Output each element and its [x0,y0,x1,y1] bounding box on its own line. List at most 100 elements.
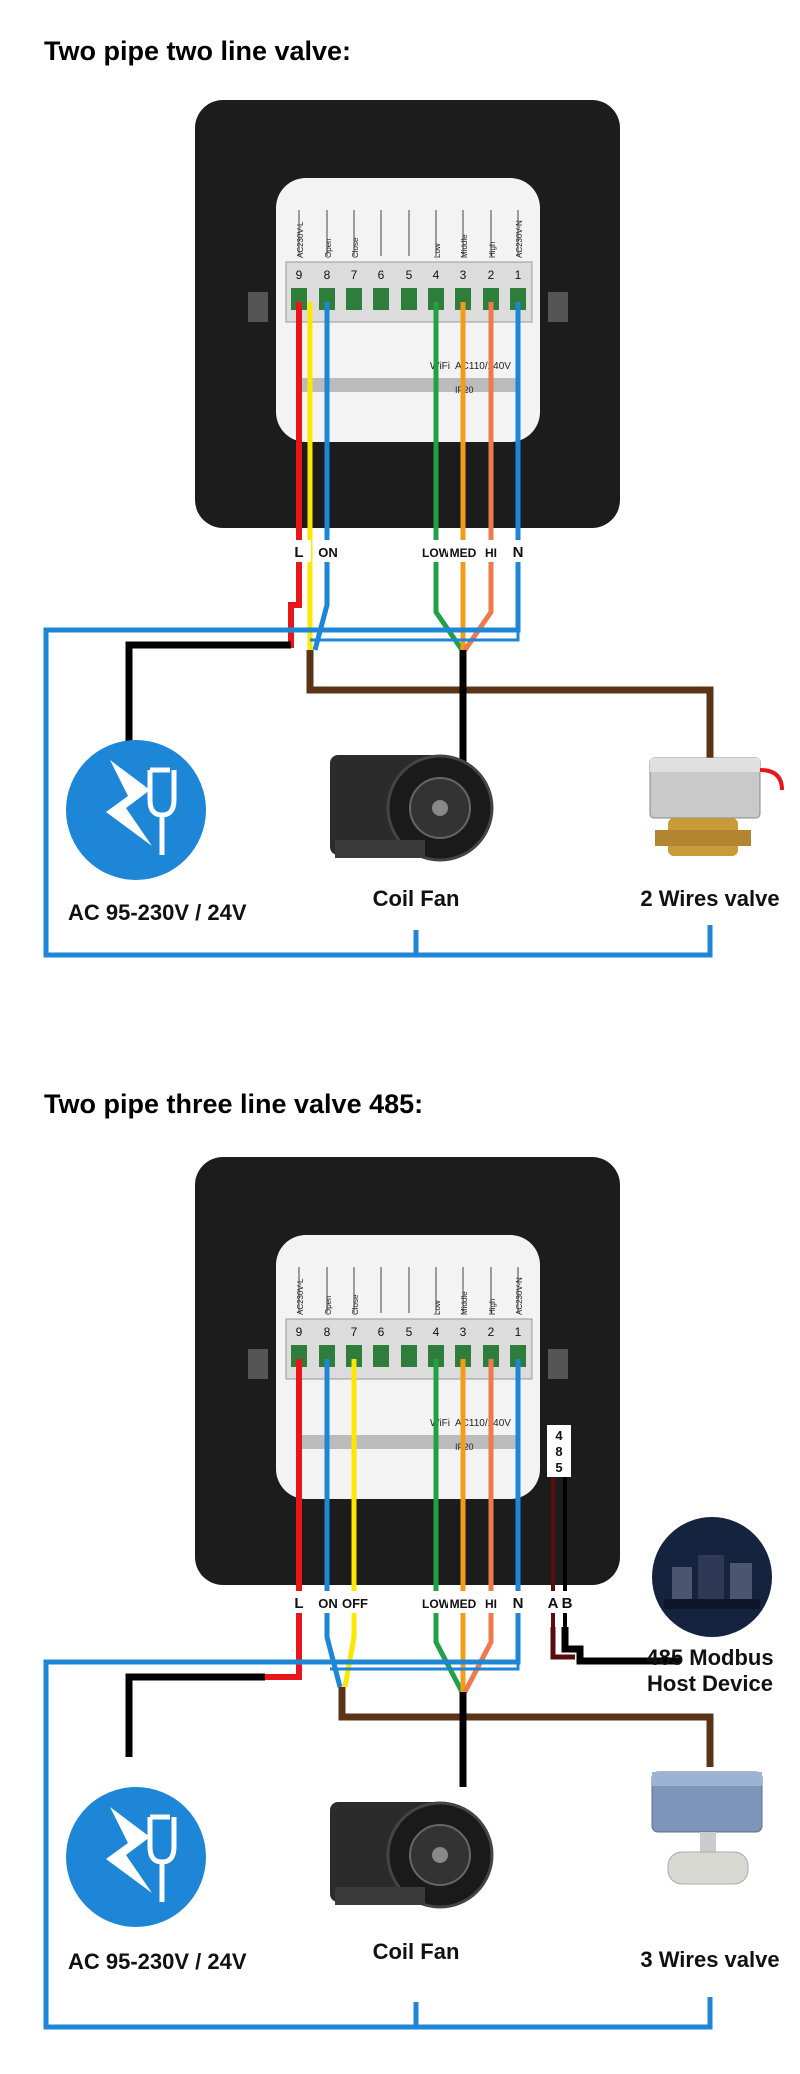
wire-a-maroon [550,1627,575,1660]
wire-neutral-blue [43,302,713,958]
wire-neutral-bridge [310,630,520,642]
wire-label-OFF: OFF [342,1596,368,1611]
terminal-caption: Close [351,237,360,258]
mount-clip-left [248,1349,268,1379]
two-wire-valve-icon [649,757,784,856]
wire-label-ON: ON [318,545,338,560]
wire-label-N: N [513,544,524,561]
terminal-number: 5 [406,268,413,282]
terminal-number: 6 [378,268,385,282]
mount-clip-right [548,292,568,322]
wire-label-HI: HI [485,1597,497,1611]
wire-label-LOW: LOW [422,1597,451,1611]
terminal-number: 1 [515,1325,522,1339]
terminal-caption: Open [324,238,333,258]
wire-low-green [433,1359,465,1694]
terminal-number: 2 [488,1325,495,1339]
terminal-screws [291,1345,526,1367]
terminal-number: 7 [351,1325,358,1339]
diagram-two-line-valve: AC230V-L Open Close Low Middle High AC23… [43,36,784,958]
wire-low-green [433,302,465,652]
modbus-host-icon [652,1517,772,1637]
wire-label-L: L [294,544,303,561]
wire-modbus-black [561,1627,680,1665]
fan-label: Coil Fan [373,1939,460,1964]
wiring-diagram: AC230V-L Open Close Low Middle High AC23… [43,100,784,958]
voltage-label: AC110/240V [455,361,511,372]
terminal-caption-lines [298,1267,519,1313]
wire-hi-salmon [462,1359,494,1694]
power-plug-icon [66,740,206,880]
terminal-caption-lines [298,210,519,256]
modbus-label-line-1: 485 Modbus [646,1645,773,1670]
wire-live-black [125,641,291,750]
terminal-caption: High [488,1299,497,1315]
voltage-label: AC110/240V [455,1418,511,1429]
wiring-diagram: AC230V-L Open Close Low Middle High AC23… [43,1157,780,2030]
terminal-caption: Middle [460,1291,469,1315]
terminal-number: 8 [324,268,331,282]
wire-label-MED: MED [450,1597,477,1611]
terminal-number: 3 [460,268,467,282]
power-label: AC 95-230V / 24V [68,900,247,925]
coil-fan-icon [330,754,494,862]
mount-clip-right [548,1349,568,1379]
terminal-caption: Close [351,1294,360,1315]
terminal-caption: AC230V-L [296,221,305,258]
modbus-label-line-2: Host Device [647,1671,773,1696]
fan-label: Coil Fan [373,886,460,911]
terminal-caption: AC230V-N [515,220,524,258]
wire-hi-salmon [462,302,494,652]
section-title: Two pipe two line valve: [44,36,352,66]
wire-valve-brown [306,650,714,760]
three-wire-valve-icon [651,1771,763,1885]
valve-label: 3 Wires valve [640,1947,779,1972]
section-title: Two pipe three line valve 485: [44,1089,424,1119]
wire-live-black [125,1673,265,1757]
wire-label-LOW: LOW [422,546,451,560]
terminal-number: 3 [460,1325,467,1339]
terminal-caption: Low [433,1300,442,1315]
wire-label-N: N [513,1595,524,1612]
terminal-caption: Open [324,1295,333,1315]
wifi-label: WiFi [430,361,450,372]
wire-label-A: A [548,1595,559,1612]
terminal-number: 2 [488,268,495,282]
board-barcode [300,378,516,392]
terminal-caption: Middle [460,234,469,258]
power-plug-icon [66,1787,206,1927]
terminal-number: 7 [351,268,358,282]
terminal-number: 6 [378,1325,385,1339]
wire-label-MED: MED [450,546,477,560]
terminal-caption: Low [433,243,442,258]
terminal-number: 1 [515,268,522,282]
power-label: AC 95-230V / 24V [68,1949,247,1974]
terminal-number: 9 [296,268,303,282]
terminal-number: 9 [296,1325,303,1339]
terminal-caption: AC230V-L [296,1278,305,1315]
wifi-label: WiFi [430,1418,450,1429]
valve-label: 2 Wires valve [640,886,779,911]
wire-label-B: B [562,1595,573,1612]
rs485-label: 4 [555,1428,563,1443]
board-barcode [300,1435,516,1449]
rs485-label: 8 [555,1444,562,1459]
mount-clip-left [248,292,268,322]
terminal-number: 4 [433,268,440,282]
wire-label-L: L [294,1595,303,1612]
terminal-screws [291,288,526,310]
wire-valve-brown [338,1687,714,1767]
terminal-caption: High [488,242,497,258]
diagram-three-line-valve-485: AC230V-L Open Close Low Middle High AC23… [0,1037,800,2074]
terminal-number: 5 [406,1325,413,1339]
wire-label-ON: ON [318,1596,338,1611]
terminal-number: 8 [324,1325,331,1339]
wire-neutral-bridge [330,1662,520,1671]
wire-on-blue [312,302,330,651]
rs485-label: 5 [555,1460,562,1475]
wire-label-HI: HI [485,546,497,560]
terminal-number: 4 [433,1325,440,1339]
coil-fan-icon [330,1801,494,1909]
wire-live-red [265,1359,302,1680]
terminal-caption: AC230V-N [515,1277,524,1315]
